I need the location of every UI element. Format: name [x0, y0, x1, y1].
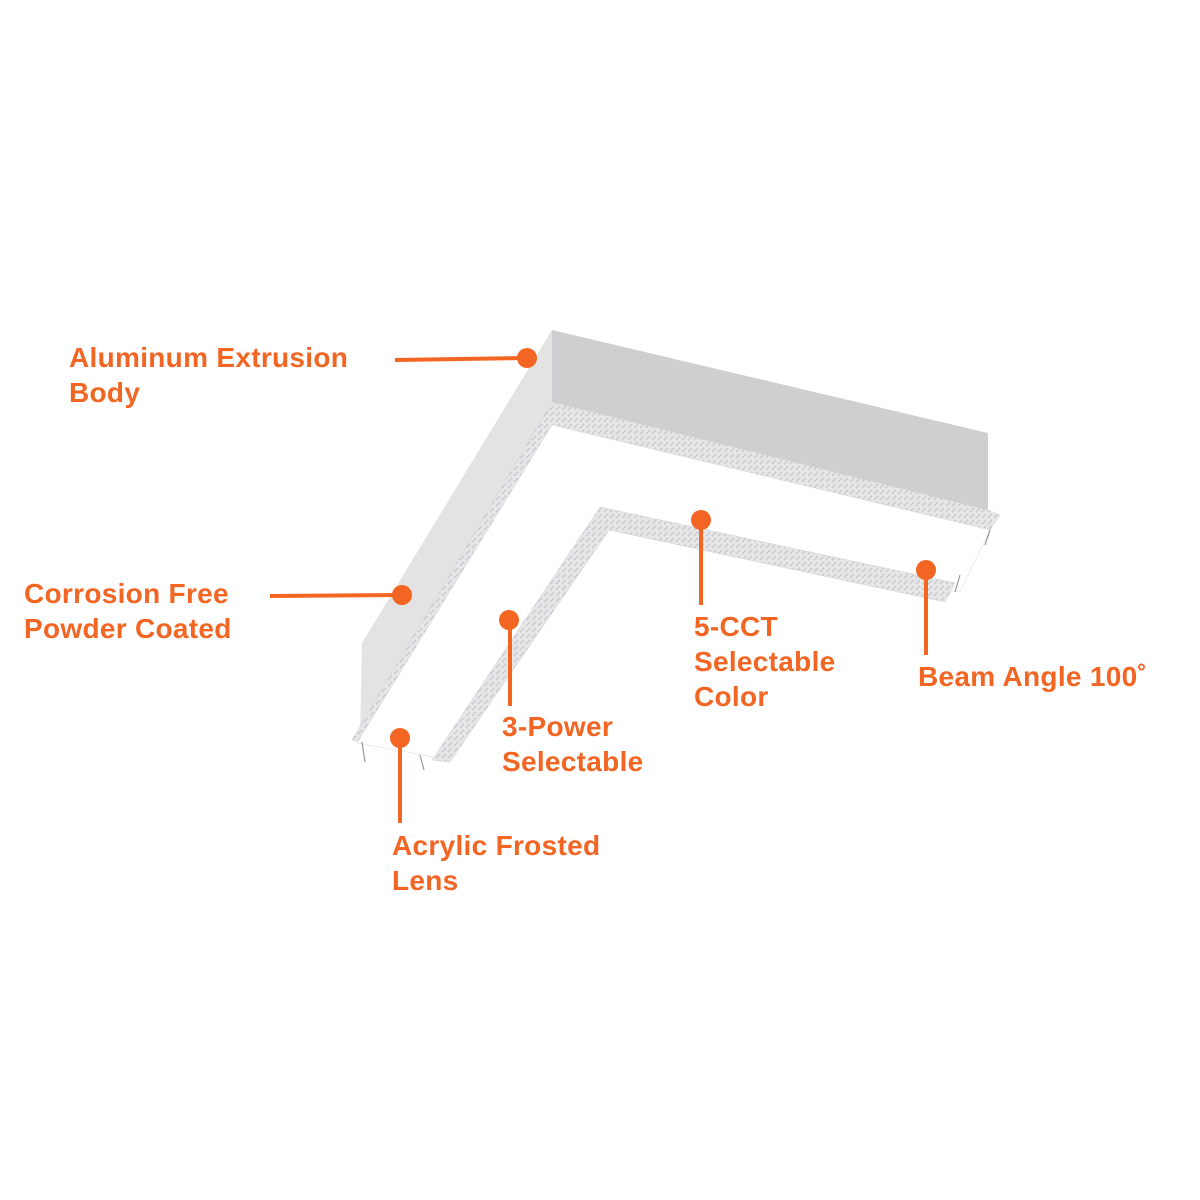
- callout-line: Selectable: [502, 746, 644, 777]
- fixture-inner-textured-strip: [431, 506, 956, 763]
- lens-end-fins: [361, 529, 991, 771]
- callout-line: Color: [694, 681, 769, 712]
- fixture-left-face: [360, 330, 552, 740]
- callout-line: Selectable: [694, 646, 836, 677]
- callout-beam-angle: Beam Angle 100˚: [918, 659, 1147, 694]
- callout-line: Corrosion Free: [24, 578, 229, 609]
- callout-line: Powder Coated: [24, 613, 232, 644]
- callout-line: Acrylic Frosted: [392, 830, 601, 861]
- callout-line: Body: [69, 377, 141, 408]
- callout-corrosion-free: Corrosion Free Powder Coated: [24, 576, 232, 646]
- corrosion-leader-dot: [392, 585, 412, 605]
- callout-line: 3-Power: [502, 711, 614, 742]
- callout-line: 5-CCT: [694, 611, 778, 642]
- cct-leader-dot: [691, 510, 711, 530]
- power-leader-dot: [499, 610, 519, 630]
- lens-leader-dot: [390, 728, 410, 748]
- callout-acrylic-frosted-lens: Acrylic Frosted Lens: [392, 828, 600, 898]
- aluminum-leader-line: [394, 356, 528, 362]
- beam-leader-dot: [916, 560, 936, 580]
- aluminum-leader-dot: [517, 348, 537, 368]
- fixture-top-face: [552, 330, 988, 510]
- callout-line: Beam Angle 100˚: [918, 661, 1148, 692]
- callout-3-power-selectable: 3-Power Selectable: [502, 709, 644, 779]
- callout-5-cct-selectable-color: 5-CCT Selectable Color: [694, 609, 836, 714]
- corrosion-leader-line: [269, 593, 403, 598]
- callout-aluminum-extrusion-body: Aluminum Extrusion Body: [69, 340, 348, 410]
- callout-line: Aluminum Extrusion: [69, 342, 349, 373]
- callout-line: Lens: [392, 865, 459, 896]
